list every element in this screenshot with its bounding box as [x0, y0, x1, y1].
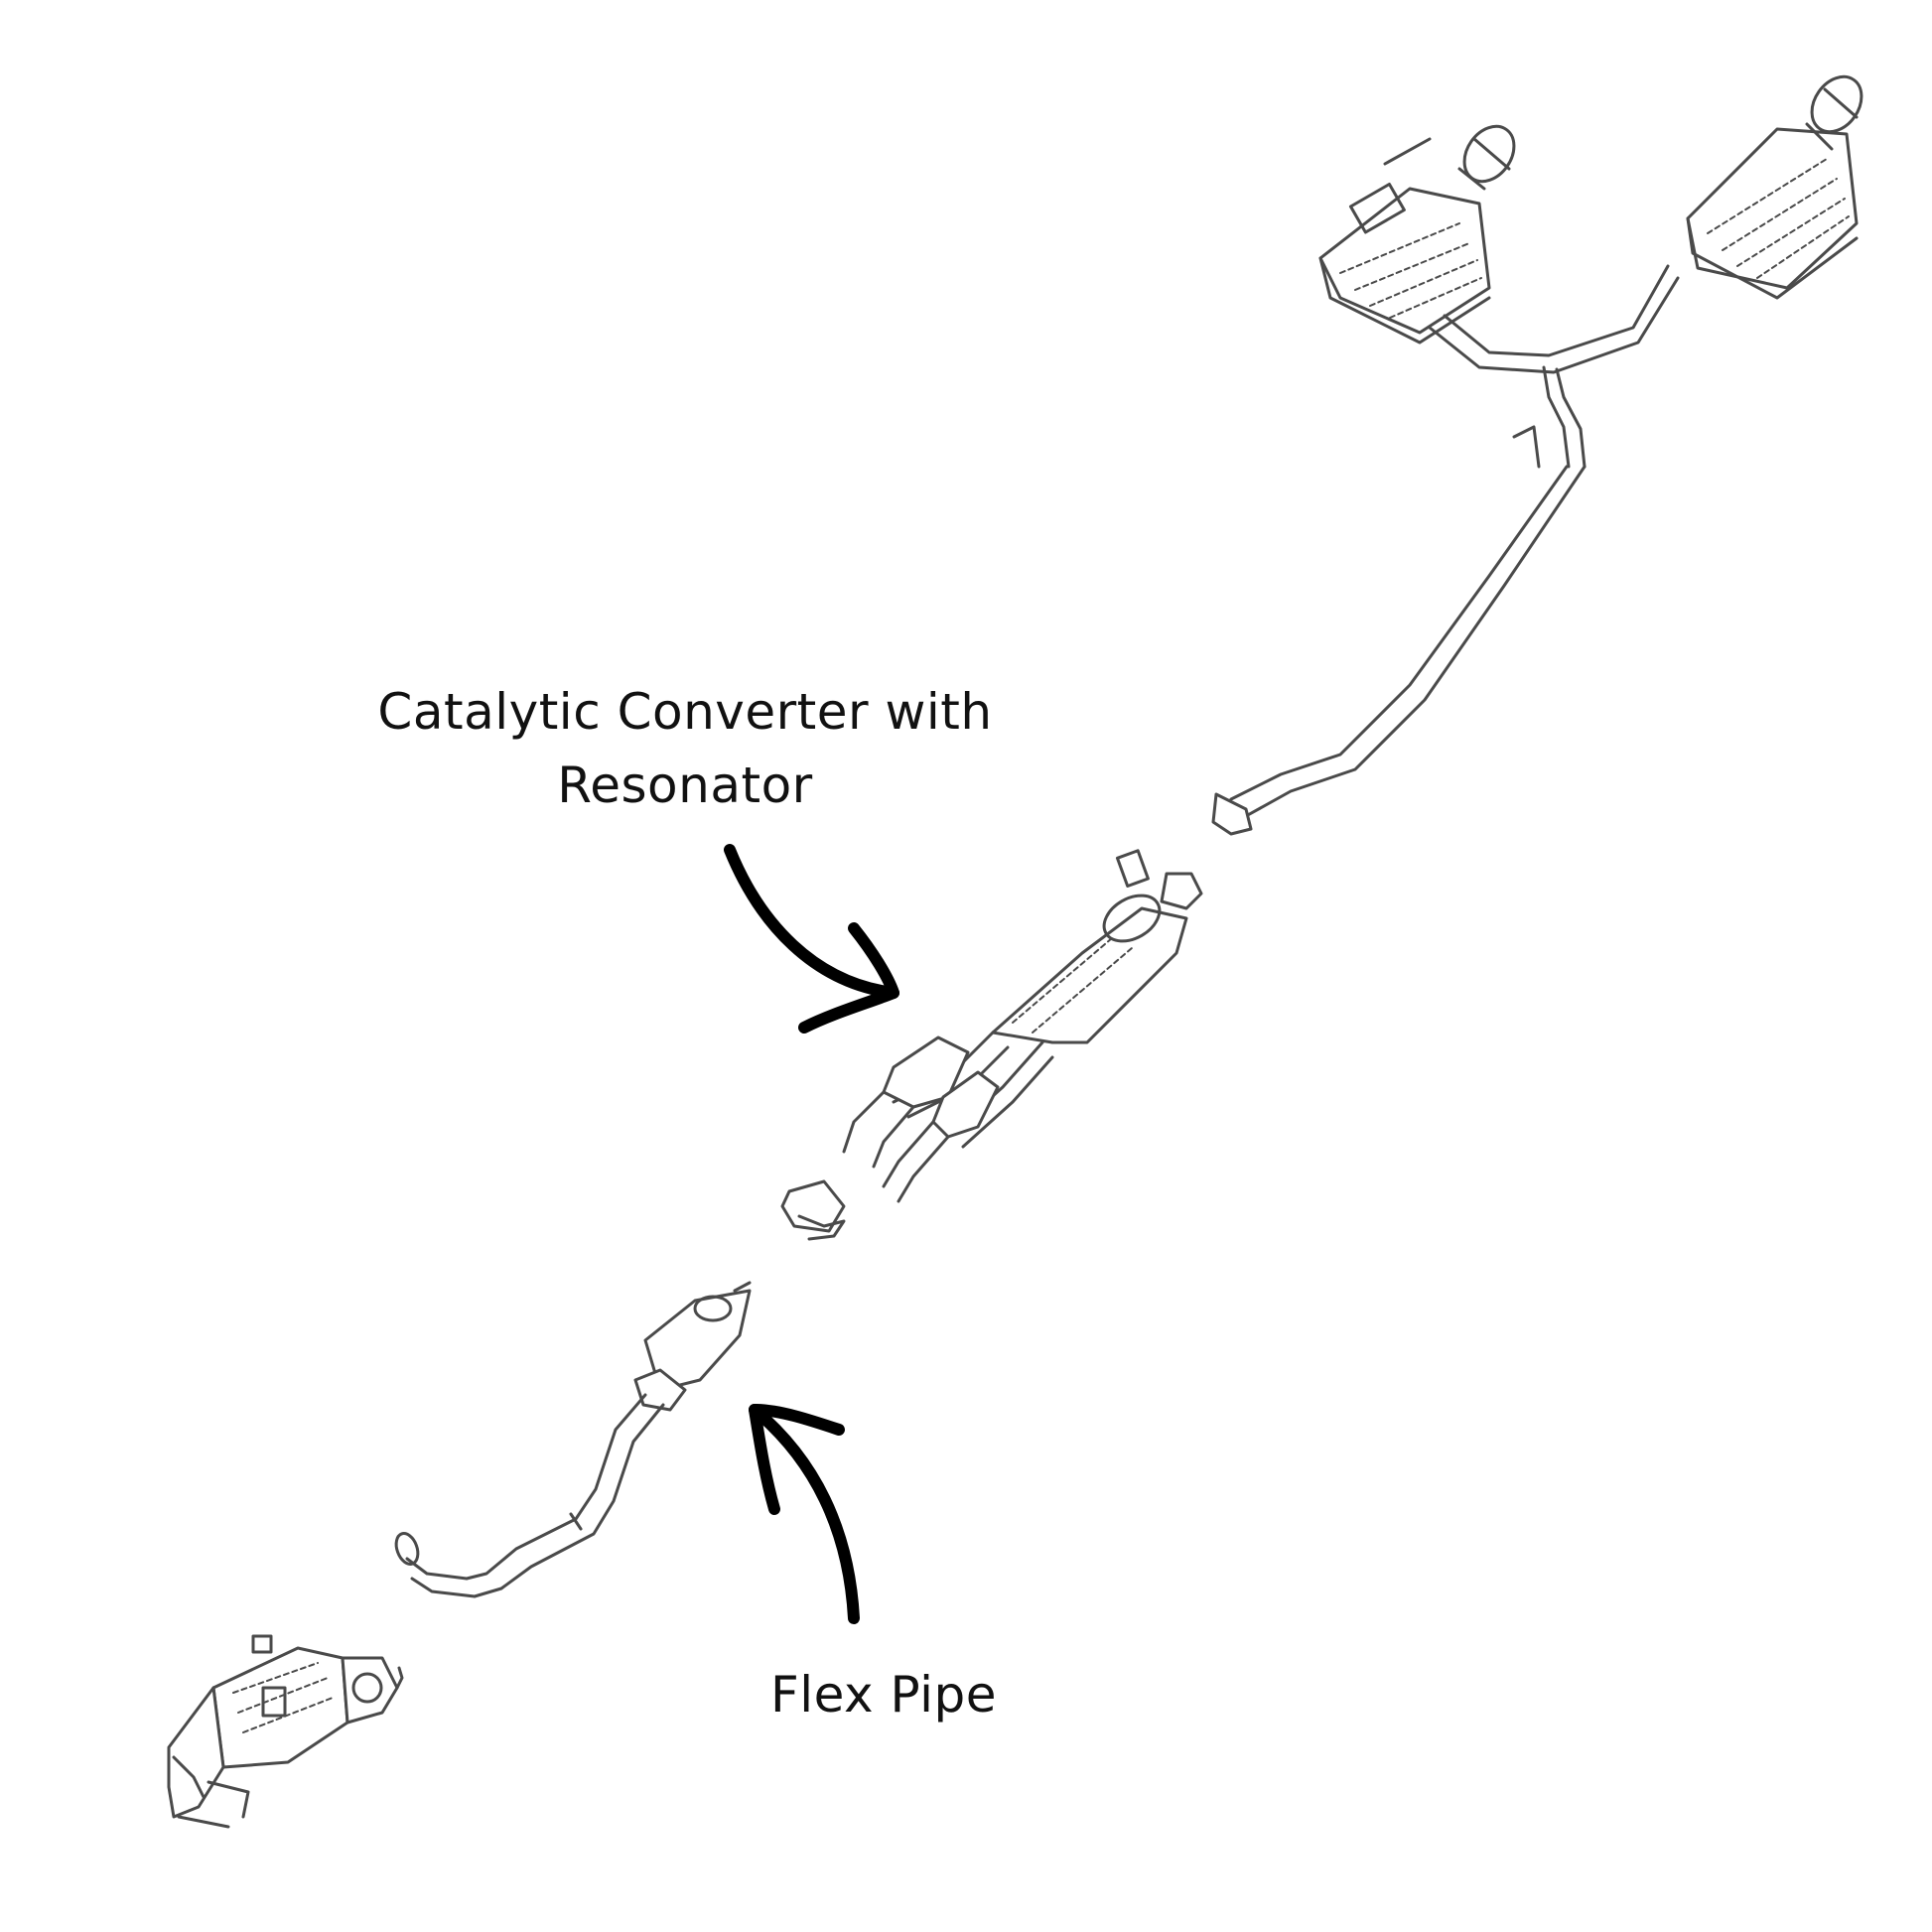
- arrow-to-catalytic-converter: [724, 844, 899, 1034]
- arrow-to-flex-pipe: [749, 1404, 860, 1624]
- y-pipe: [1428, 264, 1680, 469]
- catalytic-converter-label-line2: Resonator: [557, 757, 813, 814]
- tail-pipe: [1211, 465, 1587, 836]
- right-muffler: [1686, 74, 1863, 300]
- catalytic-converter-label-line1: Catalytic Converter with: [377, 683, 993, 741]
- flex-pipe-label: Flex Pipe: [770, 1666, 997, 1724]
- rear-muffler-assembly: [1211, 74, 1863, 836]
- manifold-catalytic-converter: [167, 1634, 404, 1829]
- left-muffler: [1318, 124, 1516, 345]
- flex-pipe: [394, 1281, 752, 1598]
- catalytic-converter-with-resonator: [780, 849, 1203, 1241]
- catalytic-converter-label: Catalytic Converter with Resonator: [298, 675, 1072, 822]
